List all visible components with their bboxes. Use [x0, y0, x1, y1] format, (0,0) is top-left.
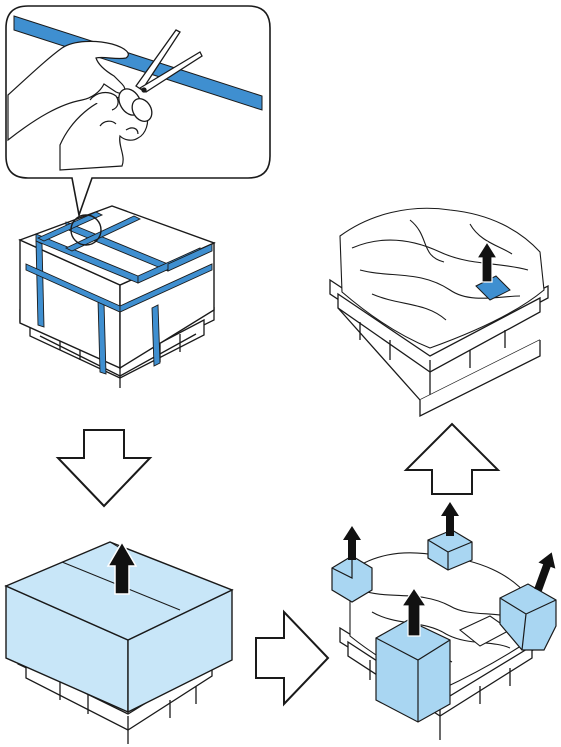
- step-3-remove-corner-blocks: [332, 502, 560, 740]
- callout-detail: [6, 6, 270, 215]
- up-arrow-icon: [530, 549, 561, 593]
- flow-arrow-down: [58, 430, 150, 506]
- step-4-remove-bag-item: [330, 208, 548, 416]
- step-1-strapped-box: [20, 206, 214, 388]
- flow-arrow-up: [406, 424, 498, 494]
- step-2-lift-cover: [6, 542, 232, 744]
- up-arrow-icon: [343, 526, 361, 560]
- up-arrow-icon: [441, 502, 459, 536]
- flow-arrow-right: [256, 612, 328, 704]
